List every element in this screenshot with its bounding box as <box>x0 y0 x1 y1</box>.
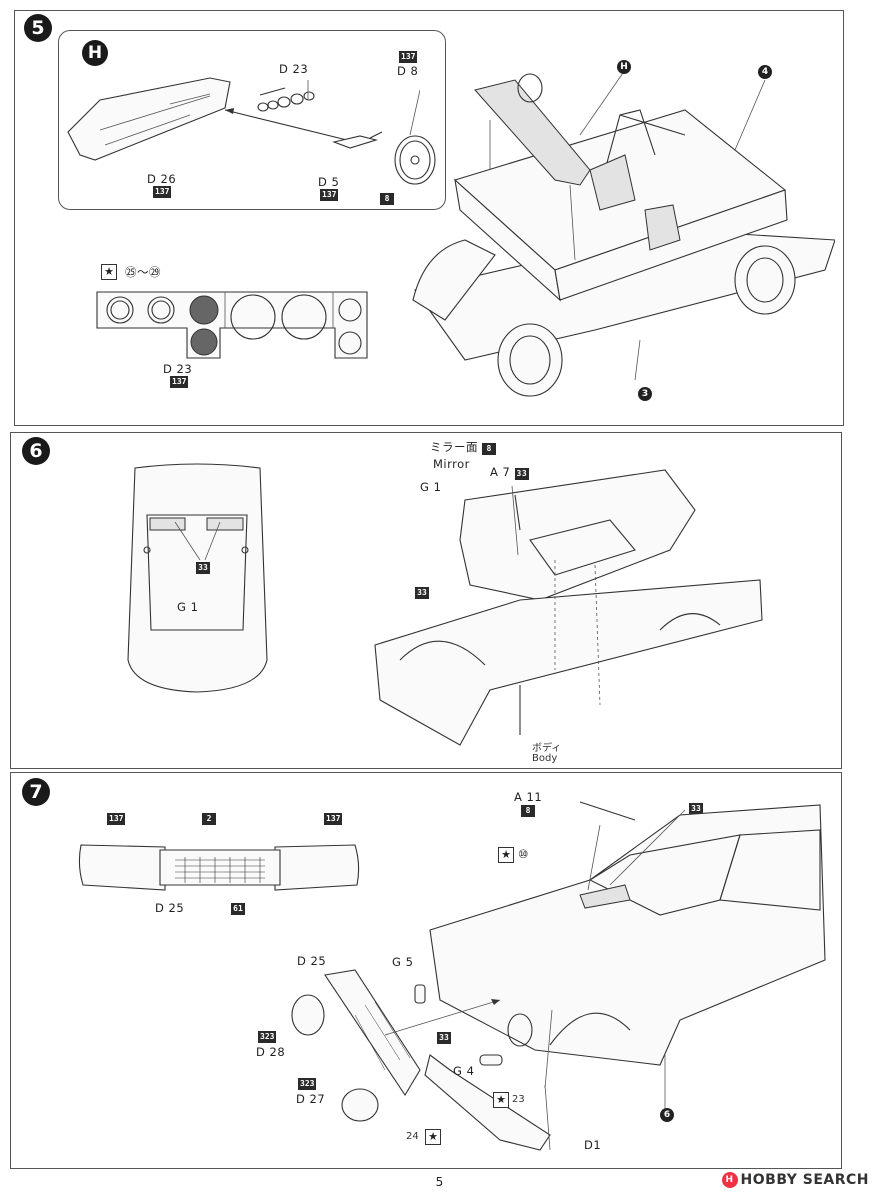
label-d5: D 5 <box>318 175 340 189</box>
step-7-number: 7 <box>22 778 50 806</box>
hobby-search-mark-icon: H <box>721 1172 738 1188</box>
step-6-number: 6 <box>22 437 50 465</box>
decal-24: 24 <box>406 1131 419 1142</box>
chip-323-d27: 323 <box>298 1078 317 1090</box>
star-icon-24: ★ <box>425 1129 441 1145</box>
chip-137-d26: 137 <box>153 186 172 198</box>
gauge-panel-diagram <box>96 291 368 359</box>
gauge-cluster-drawing <box>257 91 315 112</box>
label-body-en: Body <box>532 753 558 764</box>
page-number: 5 <box>435 1175 444 1189</box>
chip-137-d8: 137 <box>399 51 418 63</box>
ref-6-marker: 6 <box>660 1108 674 1122</box>
label-mirror-en: Mirror <box>433 457 470 471</box>
step-7-front-drawing <box>291 801 826 1151</box>
chip-323-d28: 323 <box>258 1031 277 1043</box>
label-g1-roof: G 1 <box>177 600 199 614</box>
label-a11: A 11 <box>514 790 543 804</box>
decal-10: ⑩ <box>518 847 529 861</box>
label-mirror-jp: ミラー面 8 <box>430 439 497 455</box>
chip-8-wheel: 8 <box>380 193 394 205</box>
decal-23: 23 <box>512 1094 525 1105</box>
star-icon-23: ★ <box>493 1092 509 1108</box>
label-d23-gauge: D 23 <box>163 362 193 376</box>
chip-137-gauge: 137 <box>170 376 189 388</box>
label-body-jp: ボディ <box>532 743 562 754</box>
decal-range-25-29: ㉕〜㉙ <box>125 265 161 279</box>
chip-33-body: 33 <box>415 587 429 599</box>
chip-137-left: 137 <box>107 813 126 825</box>
chip-33-wiper: 33 <box>689 803 703 815</box>
decal-star-icon: ★ <box>101 264 117 280</box>
step-6-body-drawing <box>374 469 763 746</box>
label-g5: G 5 <box>392 955 414 969</box>
steering-wheel-drawing <box>394 135 436 185</box>
label-d25-rear: D 25 <box>155 901 185 915</box>
ref-3-marker: 3 <box>638 387 652 401</box>
label-a7: A 7 33 <box>490 465 530 480</box>
label-d27: D 27 <box>296 1092 326 1106</box>
inset-leader-lines <box>224 80 420 143</box>
rear-panel-drawing <box>78 844 360 891</box>
chip-61: 61 <box>231 903 245 915</box>
inset-h-marker: H <box>82 40 108 66</box>
chip-8-a11: 8 <box>521 805 535 817</box>
step-5-inset-box <box>58 30 446 210</box>
roof-top-view-drawing <box>127 463 268 693</box>
label-d28: D 28 <box>256 1045 286 1059</box>
brand-name: HOBBY SEARCH <box>740 1172 869 1188</box>
chip-8-mirror: 8 <box>482 443 497 455</box>
chip-33-front: 33 <box>437 1032 451 1044</box>
star-icon-10: ★ <box>498 847 514 863</box>
step-5-chassis-drawing <box>412 69 835 397</box>
ref-h-marker: H <box>617 60 631 74</box>
dashboard-drawing <box>67 77 231 161</box>
label-d1: D1 <box>584 1138 602 1152</box>
label-d26: D 26 <box>147 172 177 186</box>
label-d8: D 8 <box>397 64 419 78</box>
ref-4-marker: 4 <box>758 65 772 79</box>
chip-137-right: 137 <box>324 813 343 825</box>
chip-2-grille: 2 <box>202 813 216 825</box>
step-5-number: 5 <box>24 14 52 42</box>
chip-137-d5: 137 <box>320 189 339 201</box>
chip-33-roof: 33 <box>196 562 210 574</box>
column-switch-drawing <box>332 131 383 149</box>
chip-33-a7: 33 <box>514 468 530 480</box>
label-g4: G 4 <box>453 1064 475 1078</box>
label-d25-front: D 25 <box>297 954 327 968</box>
label-g1-body: G 1 <box>420 480 442 494</box>
label-d23-inset: D 23 <box>279 62 309 76</box>
